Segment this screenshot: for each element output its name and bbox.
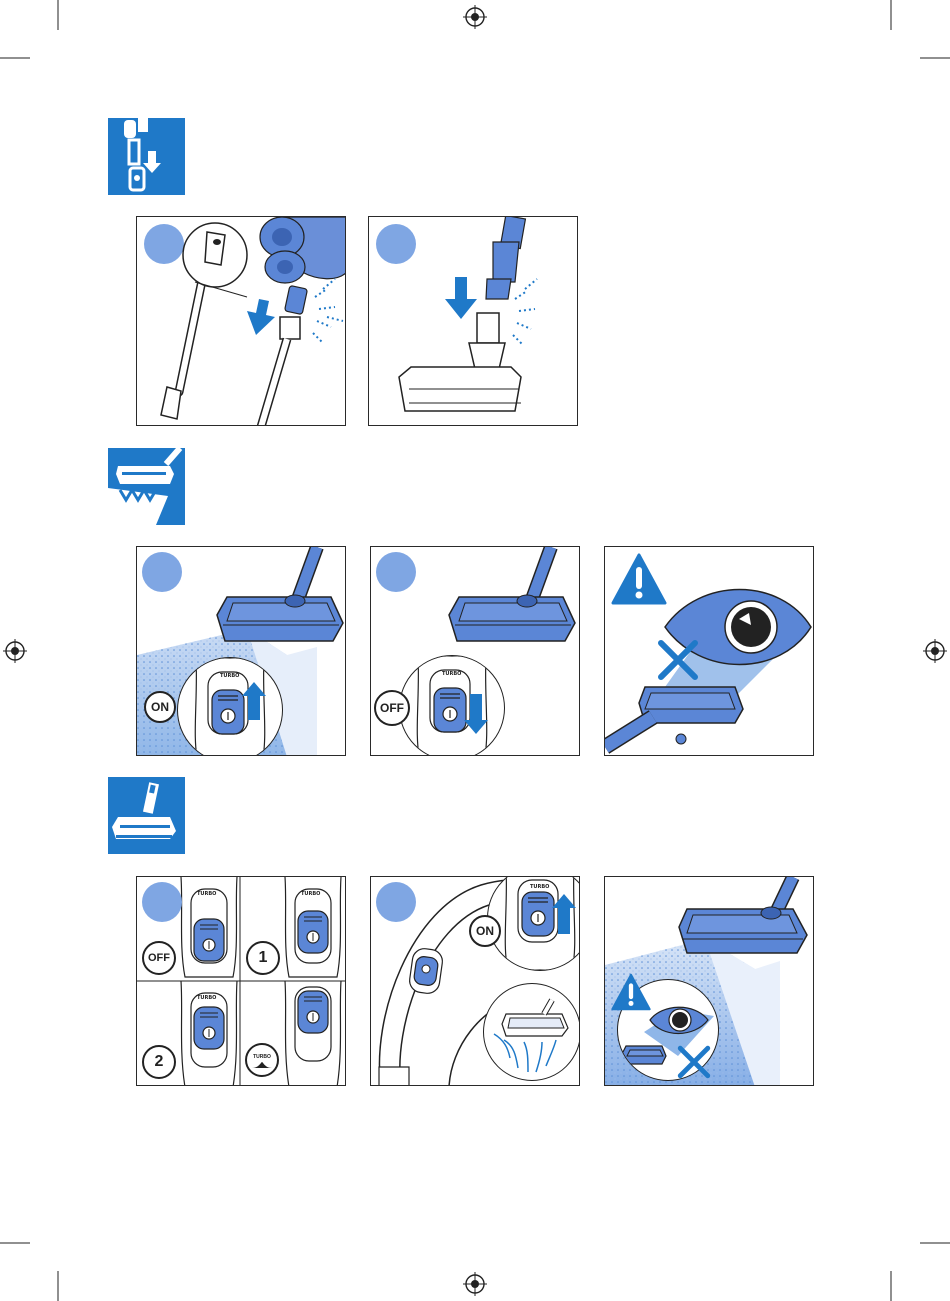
x-icon [677, 1045, 711, 1079]
switch-turbo-label: TURBO [301, 891, 320, 897]
status-badge-off: OFF [374, 690, 410, 726]
step-panel-2 [368, 216, 578, 426]
switch-turbo-label: TURBO [197, 995, 216, 1001]
x-icon [657, 639, 699, 681]
setting-badge-1: 1 [246, 941, 280, 975]
assemble-icon [108, 118, 185, 195]
status-badge-on: ON [469, 915, 501, 947]
step-panel-upright-on: TURBO ON [370, 876, 580, 1086]
step-panel-1 [136, 216, 346, 426]
setting-badge-turbo: TURBO [245, 1043, 279, 1077]
setting-badge-off: OFF [142, 941, 176, 975]
upright-icon [108, 777, 185, 854]
switch-magnifier: TURBO [177, 657, 283, 756]
switch-turbo-label: TURBO [220, 673, 239, 679]
step-number-circle [142, 552, 182, 592]
status-badge-on: ON [144, 691, 176, 723]
step-number-circle [376, 552, 416, 592]
speed-settings-panel: TURBO TURBO TURBO OFF 1 2 TURBO [136, 876, 346, 1086]
switch-magnifier: TURBO [399, 655, 505, 756]
step-panel-light-off: TURBO OFF [370, 546, 580, 756]
switch-turbo-label: TURBO [530, 884, 549, 890]
warning-icon [611, 973, 651, 1011]
registration-mark-icon [923, 639, 947, 663]
warning-panel-eye [604, 546, 814, 756]
nozzle-magnifier [483, 983, 580, 1081]
nozzle-light-icon [108, 448, 185, 525]
setting-badge-2: 2 [142, 1045, 176, 1079]
step-number-circle [142, 882, 182, 922]
step-number-circle [376, 882, 416, 922]
warning-icon [611, 553, 667, 605]
registration-mark-icon [463, 1272, 487, 1296]
switch-turbo-label: TURBO [197, 891, 216, 897]
turbo-wave-icon [251, 1061, 273, 1069]
registration-mark-icon [3, 639, 27, 663]
step-panel-light-on: TURBO ON [136, 546, 346, 756]
registration-mark-icon [463, 5, 487, 29]
switch-turbo-label: TURBO [442, 671, 461, 677]
warning-panel-light [604, 876, 814, 1086]
